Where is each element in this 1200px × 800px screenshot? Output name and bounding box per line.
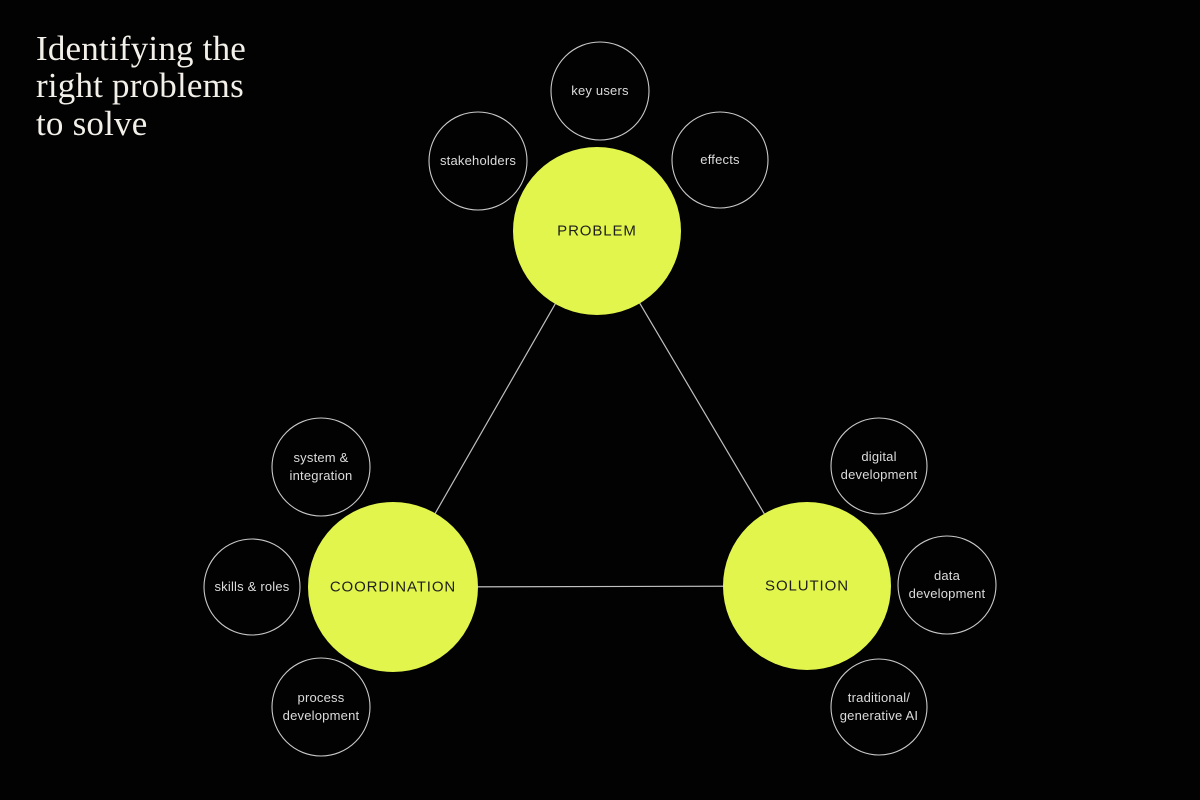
page-title: Identifying the right problems to solve [36, 29, 247, 143]
satellite-circle-effects [671, 111, 769, 209]
satellite-circle-process-development [271, 657, 371, 757]
satellite-circle-stakeholders [428, 111, 528, 211]
node-circle-coordination [308, 502, 478, 672]
satellite-circle-system-integration [271, 417, 371, 517]
satellite-circle-digital-development [830, 417, 928, 515]
satellite-circle-traditional-generative-ai [830, 658, 928, 756]
satellite-circle-key-users [550, 41, 650, 141]
satellite-circle-skills-roles [203, 538, 301, 636]
page-title-line-1: Identifying the [36, 29, 247, 68]
satellite-circle-data-development [897, 535, 997, 635]
page-title-line-3: to solve [36, 103, 148, 143]
node-circle-problem [513, 147, 681, 315]
node-circle-solution [723, 502, 891, 670]
page-title-line-2: right problems [36, 66, 244, 106]
